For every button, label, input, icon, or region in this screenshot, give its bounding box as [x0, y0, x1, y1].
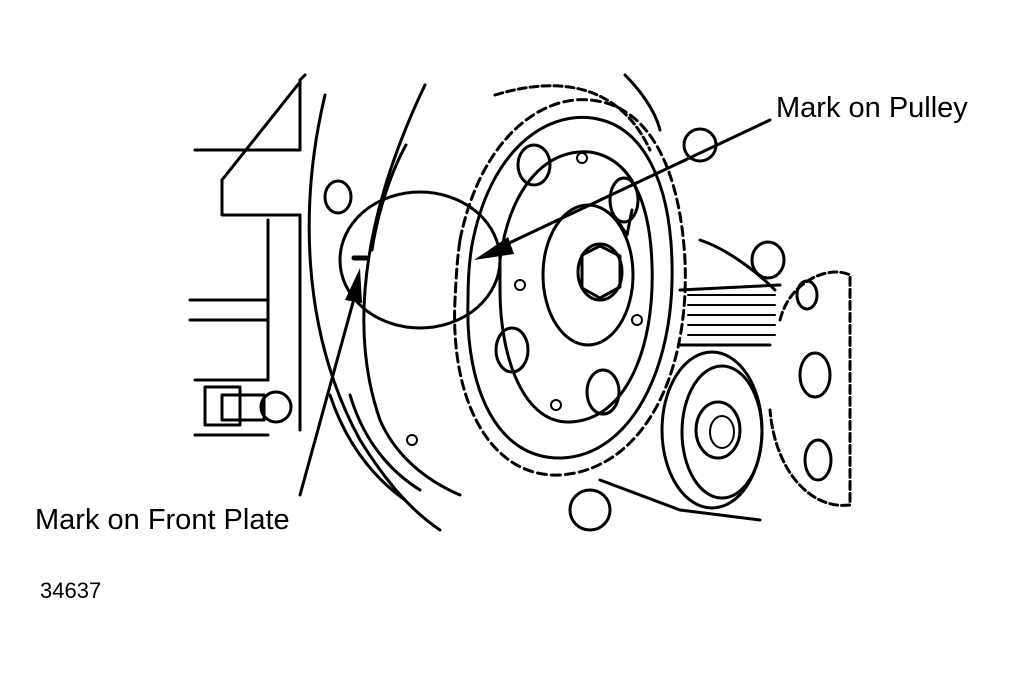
engine-bolts — [568, 73, 786, 532]
front-cover — [307, 83, 462, 532]
callout-leaders — [298, 118, 772, 497]
front-plate-mark-label: Mark on Front Plate — [35, 504, 290, 536]
figure-number: 34637 — [40, 578, 102, 603]
tensioner-pulley — [598, 350, 764, 522]
front-plate-mark-arrowhead — [345, 268, 362, 303]
timing-belt — [493, 84, 782, 347]
front-plate-bolts — [203, 179, 418, 446]
pulley-mark-label: Mark on Pulley — [776, 92, 968, 124]
magnified-detail-circle — [338, 190, 502, 330]
right-sprocket — [768, 270, 852, 507]
front-plate-mark-leader — [298, 293, 357, 497]
pulley-mark-arrowhead — [474, 237, 514, 260]
pulley-mark-leader — [503, 118, 772, 247]
camshaft-pulley — [453, 98, 687, 477]
engine-block — [188, 73, 307, 437]
